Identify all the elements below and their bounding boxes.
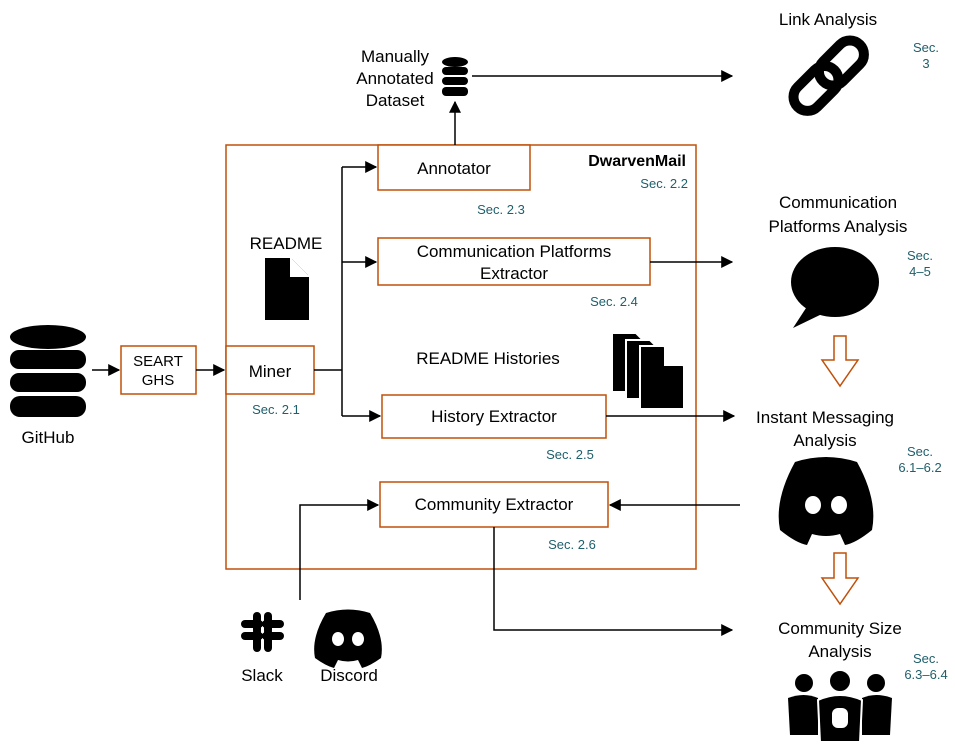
flow-down-arrow-1 xyxy=(820,335,860,388)
dwarvenmail-title: DwarvenMail xyxy=(588,153,686,170)
readme-label: README xyxy=(250,234,323,253)
im-analysis-line2: Analysis xyxy=(793,431,856,450)
dataset-line3: Dataset xyxy=(366,91,425,110)
discord-label: Discord xyxy=(320,666,378,685)
link-analysis-sec1: Sec. xyxy=(913,40,939,55)
miner-label: Miner xyxy=(249,362,292,381)
im-analysis-sec1: Sec. xyxy=(907,444,933,459)
miner-box xyxy=(225,345,315,395)
seart-ghs-box xyxy=(120,345,197,395)
cs-analysis-line1: Community Size xyxy=(778,619,902,638)
cp-extractor-box xyxy=(377,237,651,286)
slack-label: Slack xyxy=(241,666,283,685)
annotator-label: Annotator xyxy=(417,159,491,178)
community-extractor-label: Community Extractor xyxy=(415,495,574,514)
seart-line1: SEART xyxy=(133,353,183,370)
edge-community-size-analysis xyxy=(493,527,734,636)
cp-analysis-line2: Platforms Analysis xyxy=(769,217,908,236)
flow-down-arrow-2 xyxy=(820,552,860,606)
cp-analysis-sec1: Sec. xyxy=(907,248,933,263)
edge-platforms-community-extractor xyxy=(299,499,380,600)
speech-bubble-icon xyxy=(791,247,879,328)
im-analysis-line1: Instant Messaging xyxy=(756,408,894,427)
cp-extractor-line1: Communication Platforms xyxy=(417,242,612,261)
connectors xyxy=(92,70,740,636)
people-group-icon xyxy=(788,669,892,743)
cs-analysis-line2: Analysis xyxy=(808,642,871,661)
history-extractor-box xyxy=(381,394,607,439)
discord-small-icon xyxy=(314,609,382,668)
dataset-line1: Manually xyxy=(361,47,430,66)
database-icon xyxy=(10,325,86,417)
dataset-database-icon xyxy=(442,57,468,96)
miner-sec: Sec. 2.1 xyxy=(252,402,300,417)
link-analysis-label: Link Analysis xyxy=(779,10,877,29)
dataset-line2: Annotated xyxy=(356,69,434,88)
annotator-box xyxy=(377,144,531,191)
annotator-sec: Sec. 2.3 xyxy=(477,202,525,217)
link-analysis-sec2: 3 xyxy=(922,56,929,71)
history-extractor-sec: Sec. 2.5 xyxy=(546,447,594,462)
cp-extractor-sec: Sec. 2.4 xyxy=(590,294,638,309)
github-label: GitHub xyxy=(22,428,75,447)
document-icon xyxy=(265,258,309,320)
cs-analysis-sec2: 6.3–6.4 xyxy=(904,667,947,682)
cp-analysis-line1: Communication xyxy=(779,193,897,212)
seart-line2: GHS xyxy=(142,372,175,389)
cp-extractor-line2: Extractor xyxy=(480,264,548,283)
dwarvenmail-sec: Sec. 2.2 xyxy=(640,176,688,191)
cs-analysis-sec1: Sec. xyxy=(913,651,939,666)
slack-icon xyxy=(241,612,284,652)
cp-analysis-sec2: 4–5 xyxy=(909,264,931,279)
community-extractor-sec: Sec. 2.6 xyxy=(548,537,596,552)
documents-stack-icon xyxy=(611,332,685,410)
discord-icon xyxy=(778,457,874,545)
im-analysis-sec2: 6.1–6.2 xyxy=(898,460,941,475)
history-extractor-label: History Extractor xyxy=(431,407,557,426)
chain-link-icon xyxy=(788,35,869,116)
readme-histories-label: README Histories xyxy=(416,349,560,368)
